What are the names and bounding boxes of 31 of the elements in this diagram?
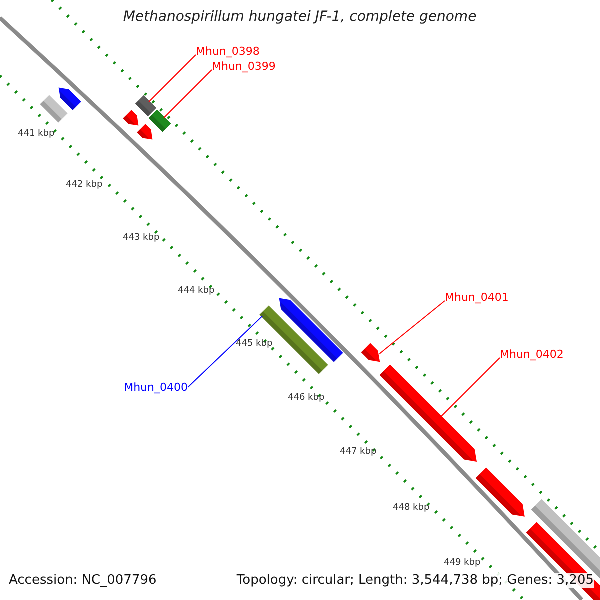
genome-stats-text: Topology: circular; Length: 3,544,738 bp; Genes: 3,205 — [236, 573, 594, 588]
scale-label: 441 kbp — [18, 129, 55, 139]
gene-label: Mhun_0400 — [124, 381, 188, 394]
scale-label: 442 kbp — [66, 180, 103, 190]
gene-feature — [361, 343, 380, 362]
gene-feature — [135, 95, 157, 117]
gene-label: Mhun_0399 — [212, 60, 276, 73]
leader-line — [440, 358, 500, 418]
gene-feature — [148, 110, 172, 132]
gene-feature — [40, 95, 68, 123]
leader-line — [379, 300, 446, 354]
leader-line — [148, 54, 196, 102]
scale-label: 448 kbp — [393, 503, 430, 513]
scale-label: 445 kbp — [236, 339, 273, 349]
scale-label: 446 kbp — [288, 393, 325, 403]
scale-label: 444 kbp — [178, 286, 215, 296]
leader-line — [188, 316, 264, 388]
gene-label: Mhun_0398 — [196, 45, 260, 58]
gene-feature — [58, 88, 82, 110]
scale-label: 443 kbp — [123, 233, 160, 243]
gene-label: Mhun_0401 — [445, 291, 509, 304]
gene-feature — [476, 468, 525, 517]
gene-label: Mhun_0402 — [500, 348, 564, 361]
scale-label: 449 kbp — [444, 558, 481, 568]
gene-feature — [123, 110, 139, 126]
gene-feature — [279, 298, 344, 362]
leader-line — [164, 70, 212, 118]
accession-text: Accession: NC_007796 — [9, 573, 157, 588]
title: Methanospirillum hungatei JF-1, complete genome — [122, 9, 478, 25]
gene-feature — [137, 124, 153, 140]
gene-feature — [380, 364, 477, 462]
